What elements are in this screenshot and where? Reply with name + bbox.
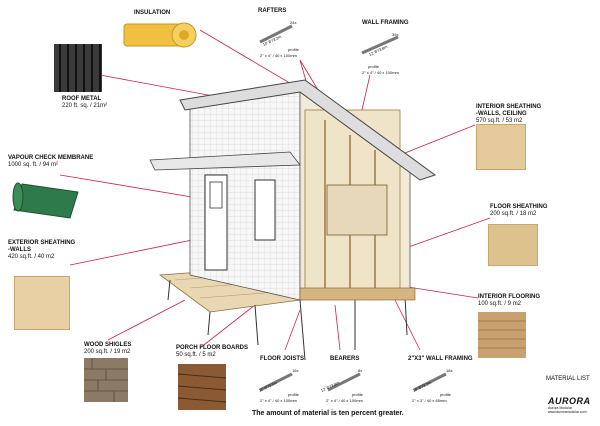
wall-framing-2x3-board-icon <box>413 372 447 392</box>
porch-boards-swatch <box>178 364 226 410</box>
logo-url: www.auroramodular.com <box>548 410 587 414</box>
floor-sheathing-swatch <box>488 224 538 266</box>
wall-framing-board-icon <box>361 35 399 55</box>
floor-joists-dims: 2" x 4" / 40 x 100mm <box>260 398 297 403</box>
porch-roof <box>149 151 301 171</box>
floor-joists-count: 16x <box>292 368 299 373</box>
wall-framing-2x3-profile: profile <box>440 392 451 397</box>
rafters-profile: profile <box>288 47 299 52</box>
aurora-logo: AURORA Aurora Modular www.auroramodular.… <box>548 396 591 414</box>
bearer-board-icon <box>327 372 361 392</box>
floor-joists-title: FLOOR JOISTS <box>260 356 305 362</box>
roof <box>179 79 437 181</box>
insulation-roll-icon <box>123 22 197 48</box>
wall-framing-2x3-dims: 2" x 3" / 40 x 65mm <box>412 398 447 403</box>
interior-sheathing-swatch <box>476 124 526 170</box>
floor-joists-profile: profile <box>288 392 299 397</box>
rafter-board-icon <box>259 24 293 44</box>
logo-subtitle: Aurora Modular <box>548 406 573 410</box>
material-list-heading: MATERIAL LIST <box>546 376 590 382</box>
insulation-title: INSULATION <box>134 10 171 16</box>
bearers-dims: 2" x 4" / 40 x 100mm <box>326 398 363 403</box>
logo-brand: AURORA <box>548 396 591 406</box>
wall-framing-profile: profile <box>368 64 379 69</box>
bearers-title: BEARERS <box>330 356 360 362</box>
rafters-dims: 2" x 4" / 40 x 100mm <box>260 53 297 58</box>
floor-joist-board-icon <box>259 372 293 392</box>
wall-framing-2x3-title: 2"x3" WALL FRAMING <box>408 356 473 362</box>
vapour-membrane-roll-icon <box>12 182 79 219</box>
bearers-profile: profile <box>352 392 363 397</box>
footer-note: The amount of material is ten percent gr… <box>252 410 404 417</box>
exterior-sheathing-swatch <box>14 276 70 330</box>
window <box>254 179 276 241</box>
bearers-count: 8x <box>358 368 363 373</box>
wall-framing-title: WALL FRAMING <box>362 20 409 26</box>
wall-framing-count: 39x <box>392 32 399 37</box>
wall-framing-dims: 2" x 4" / 40 x 100mm <box>362 70 399 75</box>
interior-flooring-swatch <box>478 312 526 358</box>
rafters-title: RAFTERS <box>258 8 287 14</box>
rafters-count: 24x <box>290 20 297 25</box>
wall-framing-2x3-count: 18x <box>446 368 453 373</box>
roof-metal-swatch <box>54 44 102 92</box>
wood-shingles-swatch <box>84 358 128 402</box>
